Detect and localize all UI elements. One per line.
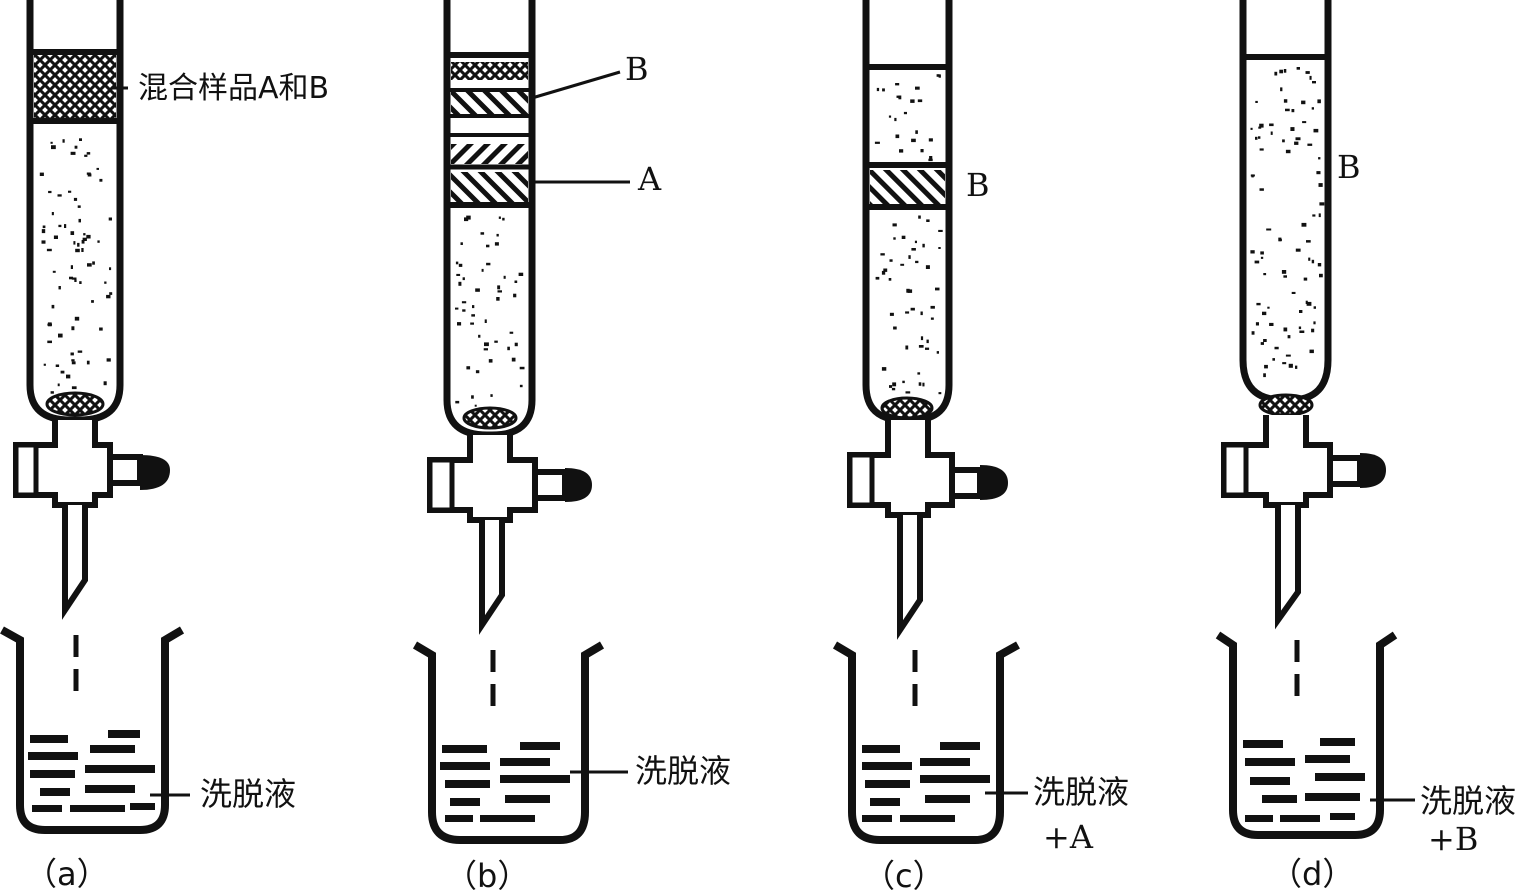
band-b (870, 170, 945, 204)
glass-frit (45, 391, 105, 417)
sample-band-mixed (34, 55, 116, 119)
column-packing (875, 215, 943, 395)
label-a: A (637, 160, 662, 198)
stopcock-c (847, 420, 1008, 640)
column-a (26, 0, 124, 424)
label-eluent-d: 洗脱液 (1420, 782, 1516, 820)
panel-b: B A 洗脱液 （b） (412, 0, 731, 895)
eluent-liquid (440, 742, 570, 822)
label-b-c: B (966, 166, 990, 204)
label-b-d: B (1337, 148, 1361, 186)
stopcock-a (13, 420, 170, 620)
glass-frit (880, 396, 934, 420)
label-plus-a: +A (1043, 818, 1094, 856)
eluent-liquid (28, 730, 155, 812)
beaker-b (412, 641, 605, 844)
panel-a: 混合样品A和B 洗脱液 （a） (0, 0, 329, 893)
label-b: B (625, 50, 649, 88)
column-d (1239, 0, 1332, 417)
column-c (862, 0, 953, 424)
label-mixed-sample: 混合样品A和B (138, 71, 329, 106)
column-packing (1250, 67, 1325, 378)
panel-c: B 洗脱液 +A （c） (832, 0, 1129, 895)
band-a (451, 172, 528, 202)
column-b (443, 0, 536, 439)
column-packing (39, 138, 113, 397)
caption-a: （a） (25, 855, 109, 891)
stopcock-b (427, 435, 592, 635)
glass-frit (462, 406, 518, 430)
beaker-c (832, 641, 1020, 844)
beaker-d (1215, 631, 1398, 839)
glass-frit (1258, 393, 1314, 417)
band-b (451, 92, 528, 114)
label-plus-b: +B (1428, 820, 1478, 858)
label-eluent-c: 洗脱液 (1033, 773, 1129, 811)
caption-b: （b） (445, 857, 529, 891)
caption-c: （c） (863, 857, 945, 891)
eluent-liquid (862, 742, 990, 822)
label-eluent-b: 洗脱液 (635, 752, 731, 790)
beaker-a (0, 626, 185, 834)
stopcock-d (1221, 415, 1386, 630)
eluent-liquid (1243, 738, 1365, 822)
column-packing (874, 74, 941, 162)
label-eluent-a: 洗脱液 (200, 775, 296, 813)
column-packing (455, 215, 525, 407)
caption-d: （d） (1270, 855, 1354, 891)
panel-d: B 洗脱液 +B （d） (1215, 0, 1516, 893)
